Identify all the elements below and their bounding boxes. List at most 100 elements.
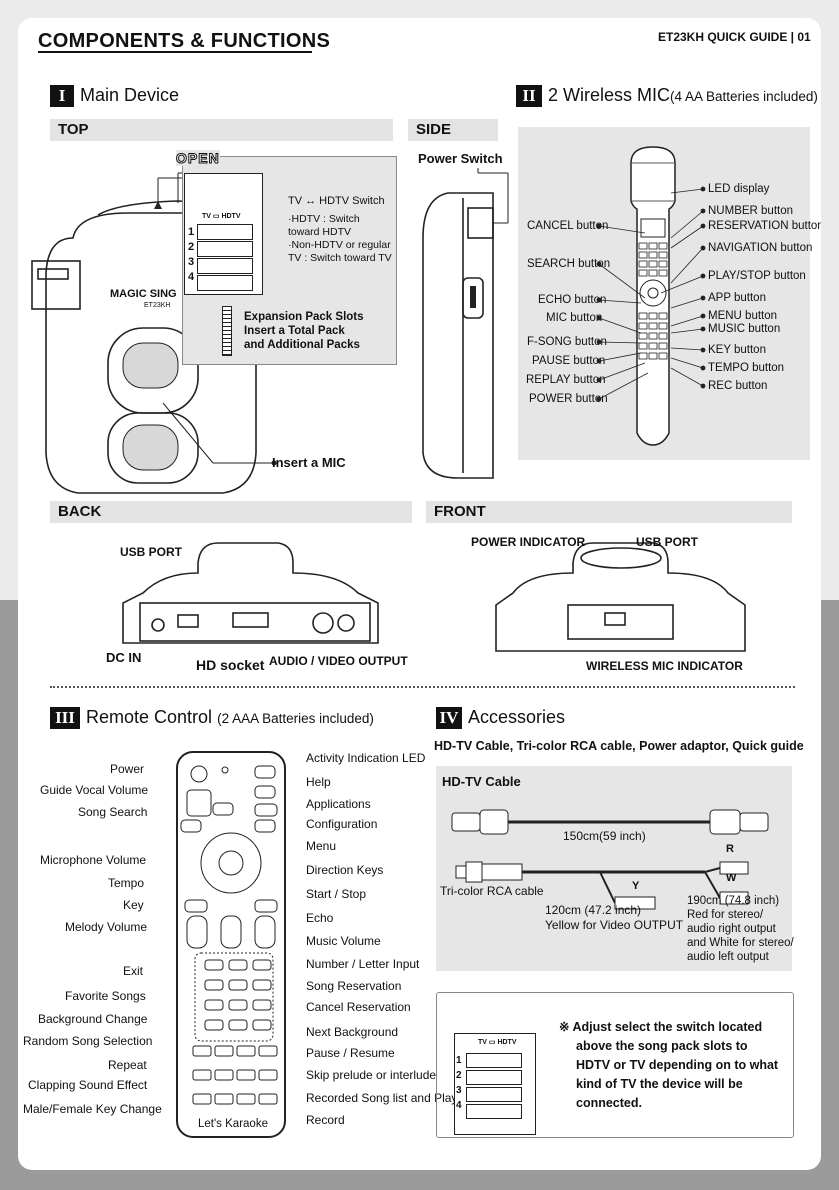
yellow-video: Yellow for Video OUTPUT bbox=[545, 918, 684, 932]
back-bar: BACK bbox=[50, 501, 412, 523]
mic-label-rec: REC button bbox=[708, 380, 768, 392]
remote-note: (2 AAA Batteries included) bbox=[217, 711, 374, 726]
len190-line: and White for stereo/ bbox=[687, 937, 794, 949]
remote-label-applications: Applications bbox=[306, 797, 371, 811]
slot-number: 3 bbox=[188, 256, 195, 268]
remote-label-cancel-reservation: Cancel Reservation bbox=[306, 1000, 411, 1014]
remote-label-activity-led: Activity Indication LED bbox=[306, 751, 426, 765]
numeral-i: I bbox=[50, 85, 74, 108]
switch-desc-line: toward HDTV bbox=[288, 226, 352, 238]
remote-label-favorite: Favorite Songs bbox=[65, 989, 146, 1003]
remote-label-recorded-list: Recorded Song list and Play bbox=[306, 1091, 458, 1105]
note-text: ※ Adjust select the switch located above… bbox=[559, 1018, 778, 1113]
section-accessories: IV Accessories bbox=[436, 707, 566, 730]
mic-label-echo: ECHO button bbox=[538, 294, 607, 306]
remote-label-song-search: Song Search bbox=[78, 805, 148, 819]
remote-label-menu: Menu bbox=[306, 839, 337, 853]
slot-number: 2 bbox=[456, 1070, 462, 1081]
expansion-text: Expansion Pack Slots Insert a Total Pack… bbox=[244, 310, 364, 352]
note-line: connected. bbox=[576, 1096, 642, 1110]
remote-label-exit: Exit bbox=[123, 964, 144, 978]
main-device-title: Main Device bbox=[80, 85, 180, 105]
mic-label-led: LED display bbox=[708, 183, 770, 195]
remote-label-pause-resume: Pause / Resume bbox=[306, 1046, 395, 1060]
remote-title: Remote Control bbox=[86, 707, 213, 727]
note-line: above the song pack slots to bbox=[576, 1039, 748, 1053]
mic-label-key: KEY button bbox=[708, 344, 766, 356]
slot-number: 3 bbox=[456, 1085, 462, 1096]
plug-y: Y bbox=[632, 880, 640, 892]
remote-label-start-stop: Start / Stop bbox=[306, 887, 367, 901]
numeral-iii: III bbox=[50, 707, 80, 730]
slot-numbers: 1 2 3 4 bbox=[188, 225, 194, 285]
note-line: ※ Adjust select the switch located bbox=[559, 1020, 763, 1034]
plug-w: W bbox=[726, 872, 737, 884]
remote-brand: Let's Karaoke bbox=[198, 1118, 268, 1130]
mic-drawing bbox=[630, 146, 676, 446]
remote-label-power: Power bbox=[110, 762, 145, 776]
len190-line: audio left output bbox=[687, 951, 769, 963]
remote-label-record: Record bbox=[306, 1113, 345, 1127]
side-view-drawing bbox=[422, 168, 509, 479]
hdtv-cable-title: HD-TV Cable bbox=[442, 774, 521, 789]
guide-label: ET23KH QUICK GUIDE | 01 bbox=[658, 30, 811, 44]
switch-desc-line: TV : Switch toward TV bbox=[288, 252, 392, 264]
note-line: kind of TV the device will be bbox=[576, 1077, 743, 1091]
switch-tag: TV ▭ HDTV bbox=[202, 213, 241, 220]
top-bar: TOP bbox=[50, 119, 393, 141]
mic-label-power: POWER button bbox=[529, 393, 608, 405]
power-indicator-label: POWER INDICATOR bbox=[471, 535, 586, 549]
device-model: ET23KH bbox=[144, 302, 171, 309]
title-underline bbox=[38, 51, 312, 53]
remote-label-key: Key bbox=[123, 898, 144, 912]
mic-label-pause: PAUSE button bbox=[532, 355, 606, 367]
slot-number: 1 bbox=[188, 226, 195, 238]
mic-label-cancel: CANCEL button bbox=[527, 220, 609, 232]
note-switch-tag: TV ▭ HDTV bbox=[478, 1039, 517, 1046]
switch-title: TV ↔ HDTV Switch bbox=[288, 195, 385, 207]
switch-desc-line: ·HDTV : Switch bbox=[288, 213, 360, 225]
len190-line: audio right output bbox=[687, 923, 776, 935]
guide-sheet: COMPONENTS & FUNCTIONS ET23KH QUICK GUID… bbox=[18, 18, 821, 1170]
back-view-drawing bbox=[122, 542, 379, 644]
remote-label-mic-volume: Microphone Volume bbox=[40, 853, 147, 867]
slot-number: 2 bbox=[188, 241, 195, 253]
front-view-drawing bbox=[495, 542, 746, 652]
mic-label-fsong: F-SONG button bbox=[527, 336, 607, 348]
hd-socket-label: HD socket bbox=[196, 657, 265, 673]
remote-label-random: Random Song Selection bbox=[23, 1034, 153, 1048]
slot-number: 4 bbox=[188, 271, 195, 283]
mic-label-search: SEARCH button bbox=[527, 258, 611, 270]
numeral-iv: IV bbox=[436, 707, 462, 730]
remote-label-guide-vocal: Guide Vocal Volume bbox=[40, 783, 149, 797]
cable-drawing bbox=[451, 809, 769, 910]
wireless-mic-title: 2 Wireless MIC bbox=[548, 85, 671, 105]
page-title: COMPONENTS & FUNCTIONS bbox=[38, 30, 331, 52]
mic-label-reservation: RESERVATION button bbox=[708, 220, 821, 232]
remote-drawing bbox=[176, 751, 286, 1138]
remote-label-melody-volume: Melody Volume bbox=[65, 920, 148, 934]
mic-leader-lines bbox=[596, 186, 706, 402]
back-usb-label: USB PORT bbox=[120, 545, 183, 559]
remote-label-background: Background Change bbox=[38, 1012, 148, 1026]
section-divider bbox=[50, 686, 795, 688]
mic-label-playstop: PLAY/STOP button bbox=[708, 270, 806, 282]
rca-cable-label: Tri-color RCA cable bbox=[440, 884, 544, 898]
accessories-title: Accessories bbox=[468, 707, 566, 727]
wireless-indicator-label: WIRELESS MIC INDICATOR bbox=[586, 659, 743, 673]
expansion-line: and Additional Packs bbox=[244, 339, 360, 351]
front-bar: FRONT bbox=[426, 501, 792, 523]
switch-description: ·HDTV : Switch toward HDTV ·Non-HDTV or … bbox=[288, 213, 392, 265]
length-150: 150cm(59 inch) bbox=[563, 829, 646, 843]
remote-label-next-background: Next Background bbox=[306, 1025, 399, 1039]
remote-label-tempo: Tempo bbox=[108, 876, 145, 890]
mic-label-mic: MIC button bbox=[546, 312, 603, 324]
mic-label-tempo: TEMPO button bbox=[708, 362, 785, 374]
slot-stack bbox=[197, 224, 253, 291]
remote-label-number-input: Number / Letter Input bbox=[306, 957, 420, 971]
length-190: 190cm (74.8 inch) bbox=[687, 895, 780, 907]
slot-number: 4 bbox=[456, 1100, 462, 1111]
power-switch-label: Power Switch bbox=[418, 151, 503, 166]
note-slot-stack bbox=[466, 1053, 522, 1119]
mic-label-number: NUMBER button bbox=[708, 205, 794, 217]
